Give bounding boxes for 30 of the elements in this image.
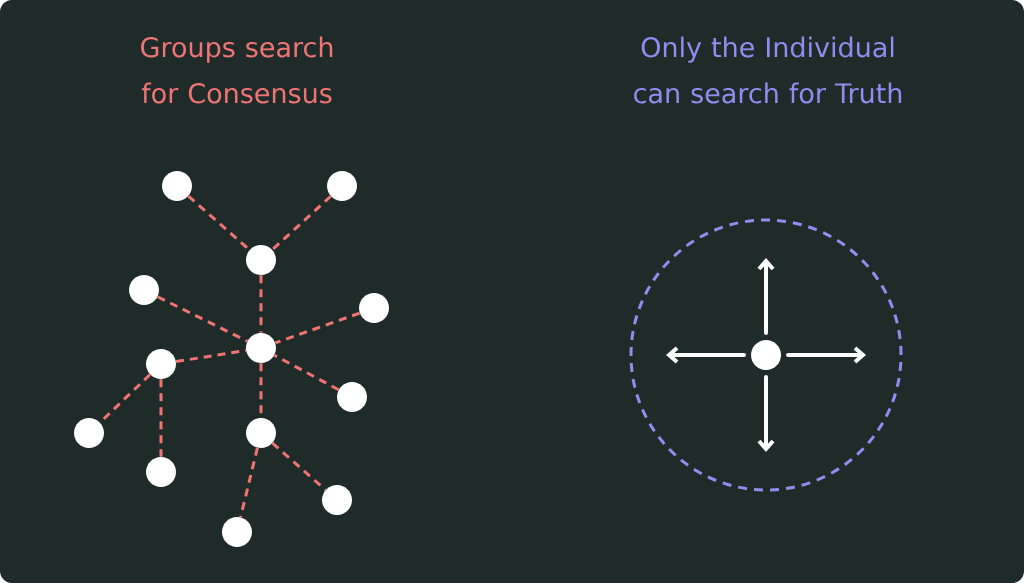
heading: Groups search for Consensus (141, 36, 333, 104)
network-dot (74, 418, 104, 448)
network-dot (327, 171, 357, 201)
dashed-line (273, 353, 340, 392)
dashed-line (239, 447, 259, 518)
arrow (786, 346, 866, 364)
network-dot (337, 382, 367, 412)
network-dot (129, 275, 159, 305)
network-dot (322, 485, 352, 515)
dashed-line (259, 275, 263, 333)
dashed-circle (629, 218, 903, 492)
dashed-line (274, 311, 361, 345)
arrow (666, 346, 746, 364)
network-dot (162, 171, 192, 201)
network-dot (222, 517, 252, 547)
arrow (757, 375, 775, 452)
network-dot (359, 293, 389, 323)
network-dot (246, 418, 276, 448)
network-dot (246, 245, 276, 275)
network-dot (146, 457, 176, 487)
center-dot (751, 340, 781, 370)
network-dot (246, 333, 276, 363)
dashed-line (271, 195, 332, 251)
network-dot (146, 349, 176, 379)
dashed-line (159, 379, 163, 457)
dashed-line (175, 348, 247, 364)
arrow (757, 258, 775, 335)
dashed-line (271, 441, 327, 492)
heading: Only the Individual can search for Truth (634, 36, 902, 104)
dashed-line (156, 295, 249, 343)
